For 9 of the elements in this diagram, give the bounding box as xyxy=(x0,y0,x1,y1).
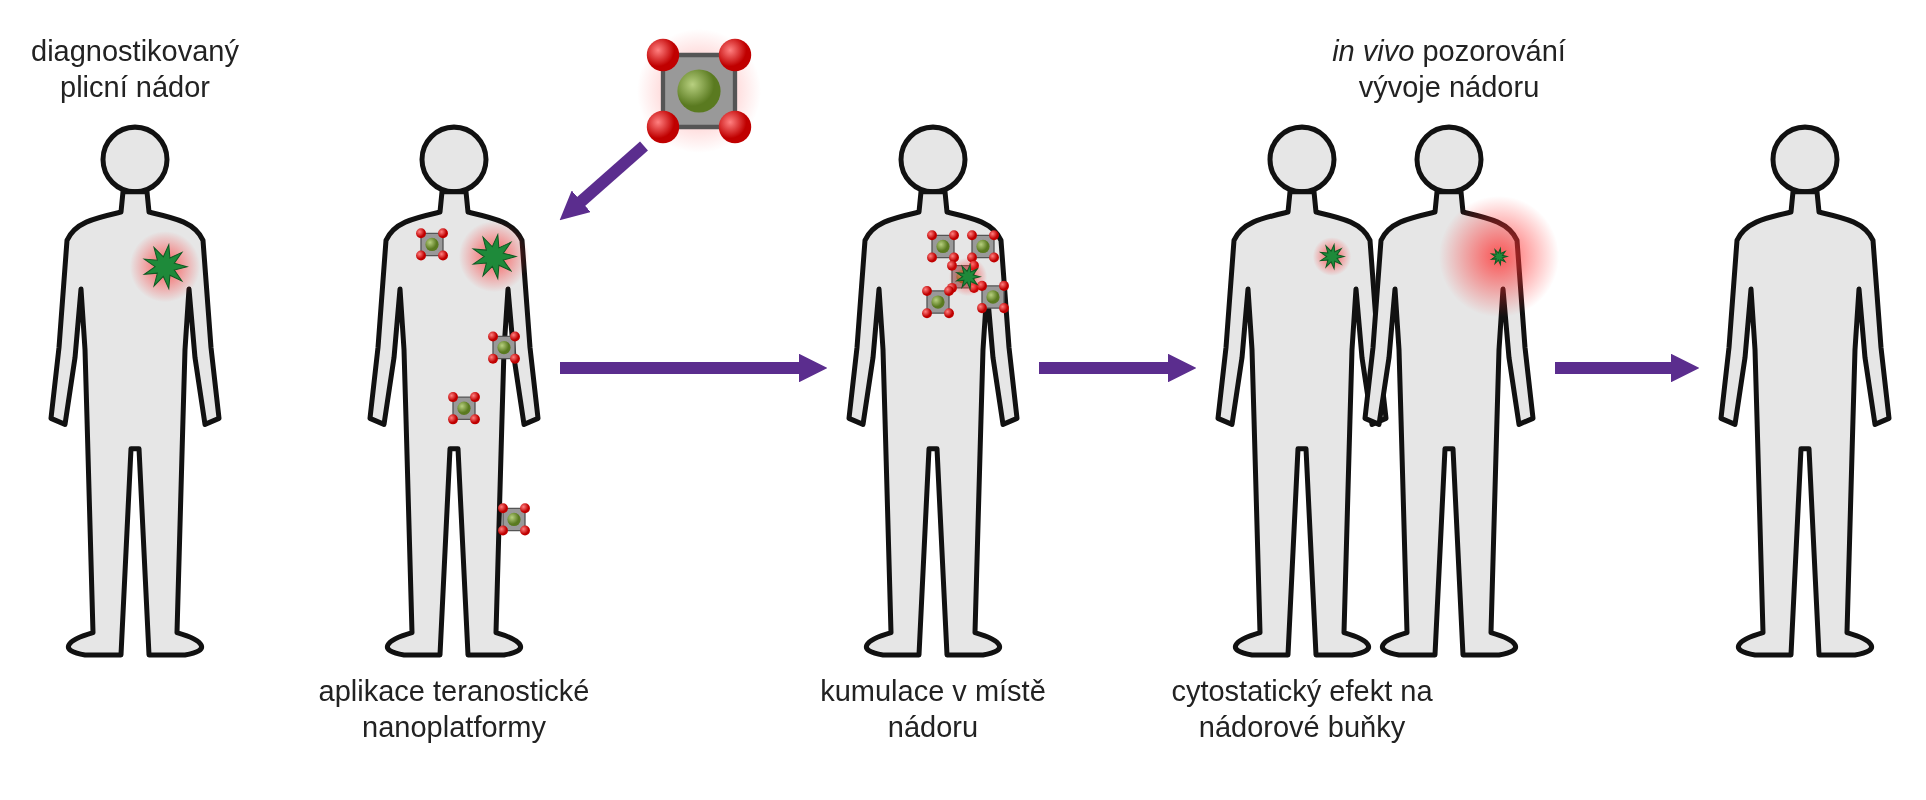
arrow xyxy=(1555,353,1700,383)
caption-label: kumulace v místě nádoru xyxy=(819,674,1047,745)
caption-label: aplikace teranostické nanoplatformy xyxy=(317,674,591,745)
arrow xyxy=(559,141,648,221)
caption-label: diagnostikovaný plicní nádor xyxy=(30,34,240,105)
arrow xyxy=(560,353,828,383)
caption-label: cytostatický efekt na nádorové buňky xyxy=(1170,674,1434,745)
caption-label: in vivo pozorování vývoje nádoru xyxy=(1331,34,1567,105)
arrow xyxy=(1039,353,1197,383)
